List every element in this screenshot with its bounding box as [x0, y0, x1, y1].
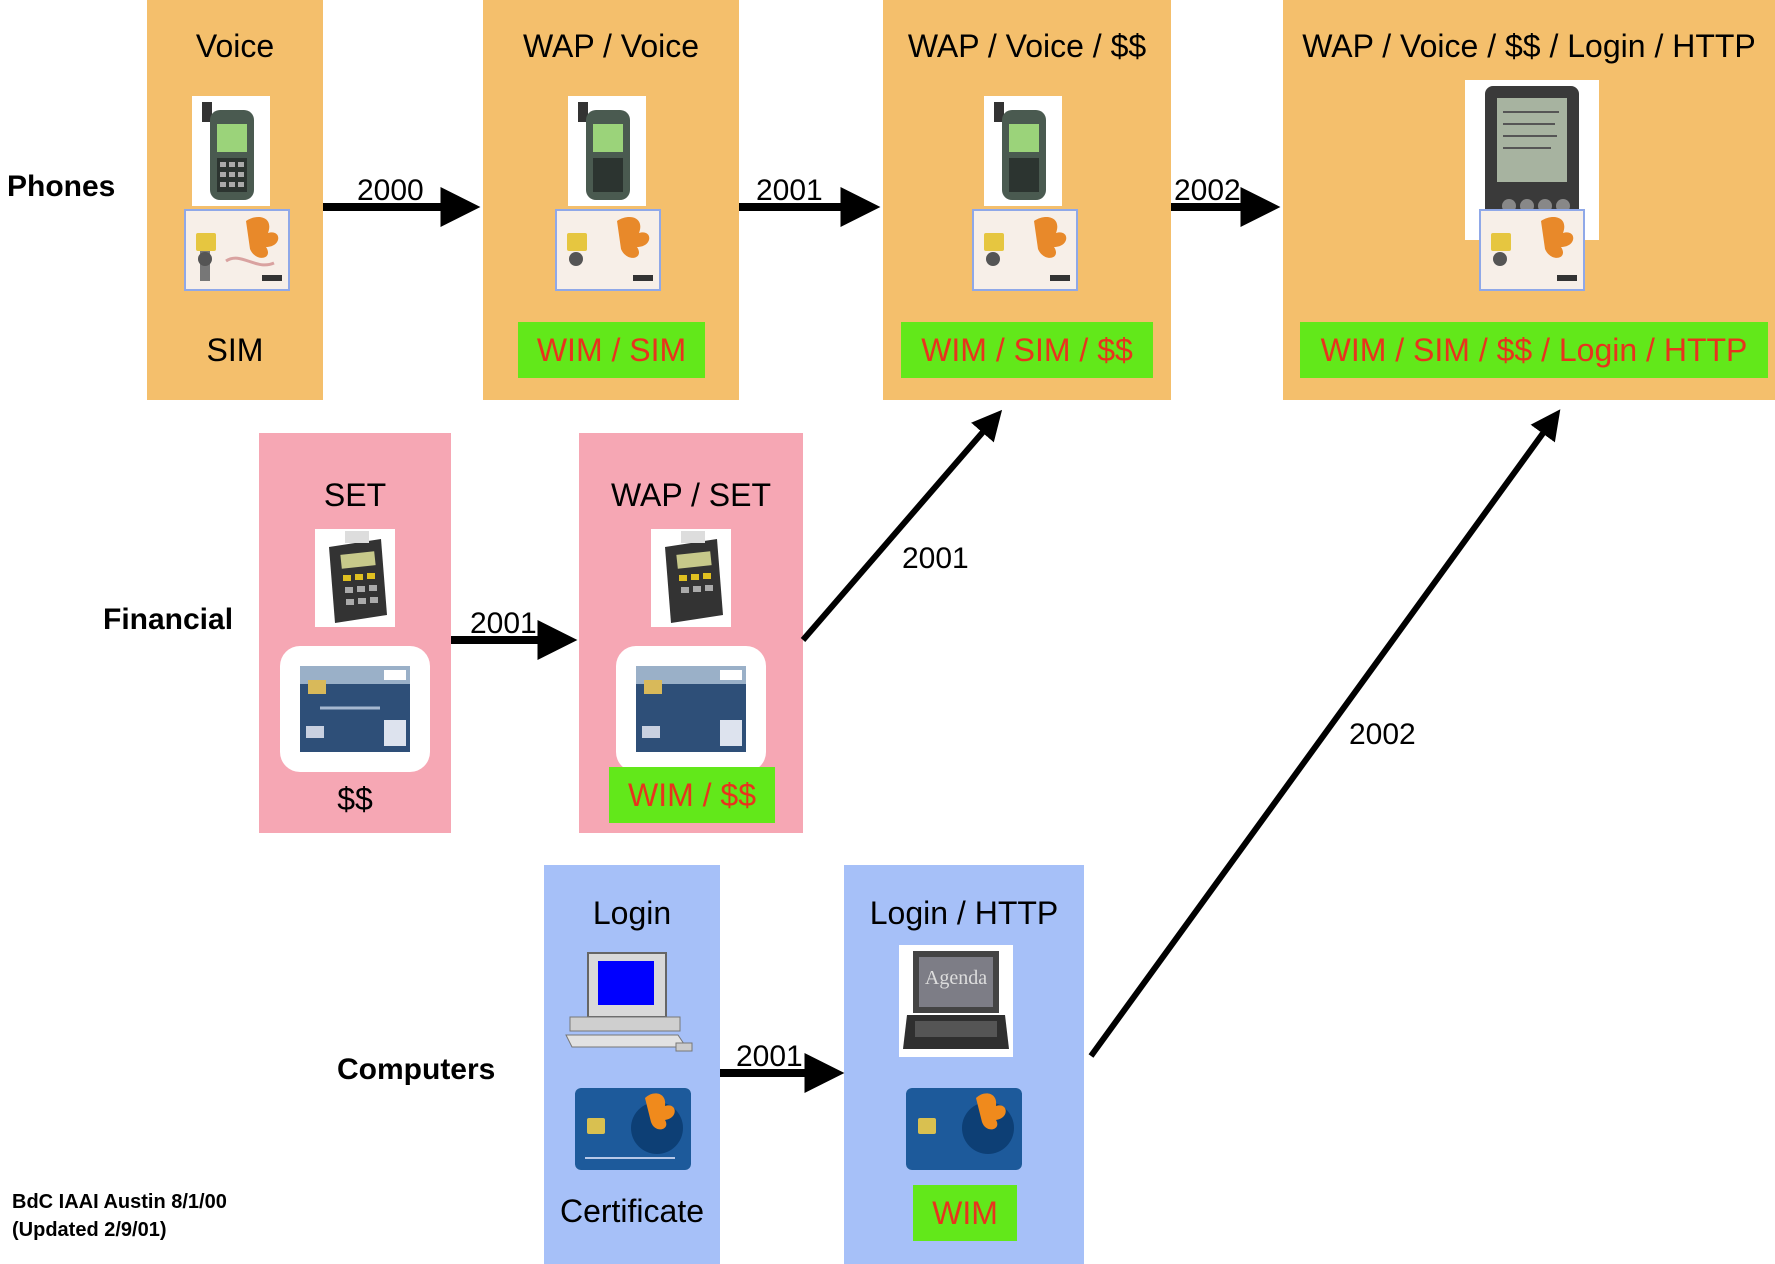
year-label: 2001 — [902, 542, 969, 575]
footer-line-2: (Updated 2/9/01) — [12, 1219, 167, 1241]
box-title: Login — [592, 895, 672, 931]
year-label: 2002 — [1174, 174, 1241, 207]
box-bottom-label: $$ — [337, 781, 373, 817]
box-title: WAP / Voice — [522, 28, 700, 64]
payment-terminal-icon — [315, 529, 395, 627]
laptop-icon: Agenda — [899, 945, 1013, 1057]
footer-credit: BdC IAAI Austin 8/1/00 (Updated 2/9/01) — [12, 1188, 227, 1244]
financial-set-box: SET $$ — [259, 433, 451, 833]
mobile-phone-icon — [192, 96, 270, 206]
year-label: 2001 — [736, 1040, 803, 1073]
sim-card-icon — [972, 209, 1078, 291]
arrow-financial-up — [800, 409, 1003, 642]
tag-label: WIM / $$ — [609, 767, 775, 823]
phones-voice-box: Voice SIM — [147, 0, 323, 400]
footer-line-1: BdC IAAI Austin 8/1/00 — [12, 1191, 227, 1213]
year-label: 2002 — [1349, 718, 1416, 751]
desktop-computer-icon — [562, 949, 696, 1057]
row-label-computers: Computers — [337, 1053, 496, 1086]
box-title: Login / HTTP — [869, 895, 1059, 931]
box-title: Voice — [195, 28, 275, 64]
phones-full-box: WAP / Voice / $$ / Login / HTTP WIM / SI… — [1283, 0, 1775, 400]
computers-login-http-box: Login / HTTP Agenda WIM — [844, 865, 1084, 1264]
computers-login-box: Login Certificate — [544, 865, 720, 1264]
credit-card-icon — [280, 646, 430, 772]
tag-label: WIM / SIM / $$ — [901, 322, 1153, 378]
phones-wap-voice-box: WAP / Voice WIM / SIM — [483, 0, 739, 400]
phones-wap-voice-money-box: WAP / Voice / $$ WIM / SIM / $$ — [883, 0, 1171, 400]
box-bottom-label: Certificate — [559, 1193, 705, 1229]
box-bottom-label: SIM — [206, 332, 264, 368]
sim-card-icon — [1479, 209, 1585, 291]
mobile-phone-icon — [568, 96, 646, 206]
row-label-phones: Phones — [7, 170, 116, 203]
year-label: 2001 — [470, 607, 537, 640]
box-title: WAP / Voice / $$ — [907, 28, 1147, 64]
tag-label: WIM / SIM — [518, 322, 705, 378]
box-title: WAP / SET — [610, 477, 772, 513]
box-title: WAP / Voice / $$ / Login / HTTP — [1302, 28, 1756, 64]
row-label-financial: Financial — [103, 603, 234, 636]
year-label: 2001 — [756, 174, 823, 207]
smart-card-icon — [906, 1088, 1022, 1170]
payment-terminal-icon — [651, 529, 731, 627]
credit-card-icon — [616, 646, 766, 772]
sim-card-icon — [184, 209, 290, 291]
financial-wap-set-box: WAP / SET WIM / $$ — [579, 433, 803, 833]
arrow-computers-up — [1088, 409, 1561, 1058]
tag-label: WIM — [913, 1185, 1017, 1241]
sim-card-icon — [555, 209, 661, 291]
tag-label: WIM / SIM / $$ / Login / HTTP — [1300, 322, 1768, 378]
mobile-phone-icon — [984, 96, 1062, 206]
laptop-screen-text: Agenda — [924, 967, 988, 989]
box-title: SET — [323, 477, 387, 513]
smart-card-icon — [575, 1088, 691, 1170]
year-label: 2000 — [357, 174, 424, 207]
